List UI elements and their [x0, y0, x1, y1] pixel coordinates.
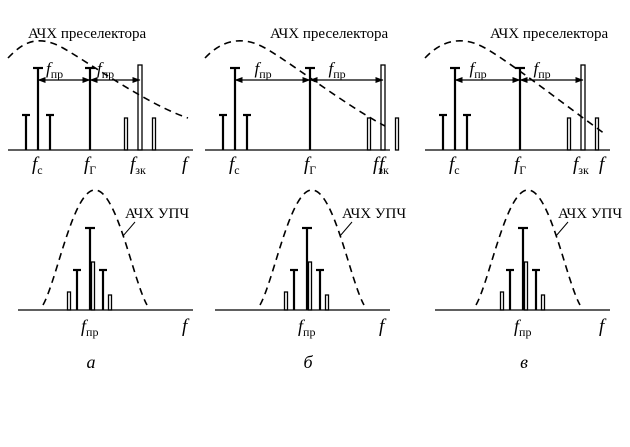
- image-channel-bar-main: [380, 64, 386, 151]
- f-axis-label-bottom: f: [182, 316, 190, 337]
- image-channel-bar-right: [594, 117, 600, 151]
- fzk-axis-label: fзк: [130, 154, 146, 177]
- if-side-bar-l: [73, 268, 81, 310]
- if-image-bar-r: [107, 294, 113, 311]
- if-image-bar-l: [66, 291, 72, 311]
- preselector-response-curve: [424, 40, 606, 135]
- panel-caption: б: [303, 352, 313, 372]
- bottom-fpr-label: fпр: [514, 316, 531, 339]
- preselector-curve-label: АЧХ преселектора: [270, 26, 389, 42]
- if-side-bar-l: [290, 268, 298, 310]
- image-channel-bar-left: [566, 117, 572, 151]
- bottom-fpr-label: fпр: [298, 316, 315, 339]
- if-side-bar-r: [99, 268, 107, 310]
- preselector-curve-label: АЧХ преселектора: [28, 26, 147, 42]
- f-axis-label-bottom: f: [599, 316, 607, 337]
- if-signal-bar: [302, 226, 312, 310]
- image-channel-bar-main: [137, 64, 143, 151]
- f-axis-label-top: f: [182, 154, 190, 175]
- if-signal-bar: [518, 226, 528, 310]
- fg-axis-label: fГ: [84, 154, 96, 177]
- image-channel-bar-left: [123, 117, 129, 151]
- if-signal-bar: [85, 226, 95, 310]
- f-axis-label-top: f: [379, 154, 387, 175]
- fpr-label-left: fпр: [255, 59, 272, 81]
- fs-axis-label: fс: [449, 154, 460, 177]
- image-channel-bar-right: [151, 117, 157, 151]
- if-image-bar-main: [90, 261, 96, 311]
- sideband-bar-left: [439, 113, 447, 150]
- fpr-label-right: fпр: [534, 59, 551, 81]
- image-channel-bar-right: [394, 117, 400, 151]
- preselector-response-curve: [204, 40, 386, 127]
- image-channel-bar-left: [366, 117, 372, 151]
- fzk-axis-label: fзк: [573, 154, 589, 177]
- sideband-bar-left: [219, 113, 227, 150]
- panel-caption: в: [520, 352, 528, 372]
- if-side-bar-l: [506, 268, 514, 310]
- if-curve-leader: [339, 221, 353, 237]
- if-image-bar-main: [523, 261, 529, 311]
- if-curve-label: АЧХ УПЧ: [342, 206, 406, 222]
- preselector-curve-label: АЧХ преселектора: [490, 26, 609, 42]
- fg-axis-label: fГ: [514, 154, 526, 177]
- if-side-bar-r: [316, 268, 324, 310]
- if-image-bar-r: [324, 294, 330, 311]
- if-side-bar-r: [532, 268, 540, 310]
- fs-axis-label: fс: [32, 154, 43, 177]
- fpr-label-left: fпр: [470, 59, 487, 81]
- panel-caption: а: [87, 352, 96, 372]
- f-axis-label-bottom: f: [379, 316, 387, 337]
- if-image-bar-main: [307, 261, 313, 311]
- fpr-label-right: fпр: [97, 59, 114, 81]
- if-amp-response-curve: [475, 189, 581, 306]
- sideband-bar-right: [46, 113, 54, 150]
- if-curve-label: АЧХ УПЧ: [125, 206, 189, 222]
- fpr-label-right: fпр: [329, 59, 346, 81]
- bottom-fpr-label: fпр: [81, 316, 98, 339]
- fpr-label-left: fпр: [46, 59, 63, 81]
- fzk-axis-label: fзк: [373, 154, 389, 177]
- if-amp-response-curve: [259, 189, 365, 306]
- if-amp-response-curve: [42, 189, 148, 306]
- if-image-bar-r: [540, 294, 546, 311]
- if-image-bar-l: [499, 291, 505, 311]
- image-channel-bar-main: [580, 64, 586, 151]
- sideband-bar-right: [243, 113, 251, 150]
- fs-axis-label: fс: [229, 154, 240, 177]
- preselector-response-curve: [7, 40, 189, 119]
- sideband-bar-right: [463, 113, 471, 150]
- fg-axis-label: fГ: [304, 154, 316, 177]
- sideband-bar-left: [22, 113, 30, 150]
- if-curve-leader: [555, 221, 569, 237]
- f-axis-label-top: f: [599, 154, 607, 175]
- if-curve-leader: [122, 221, 136, 237]
- if-image-bar-l: [283, 291, 289, 311]
- if-curve-label: АЧХ УПЧ: [558, 206, 622, 222]
